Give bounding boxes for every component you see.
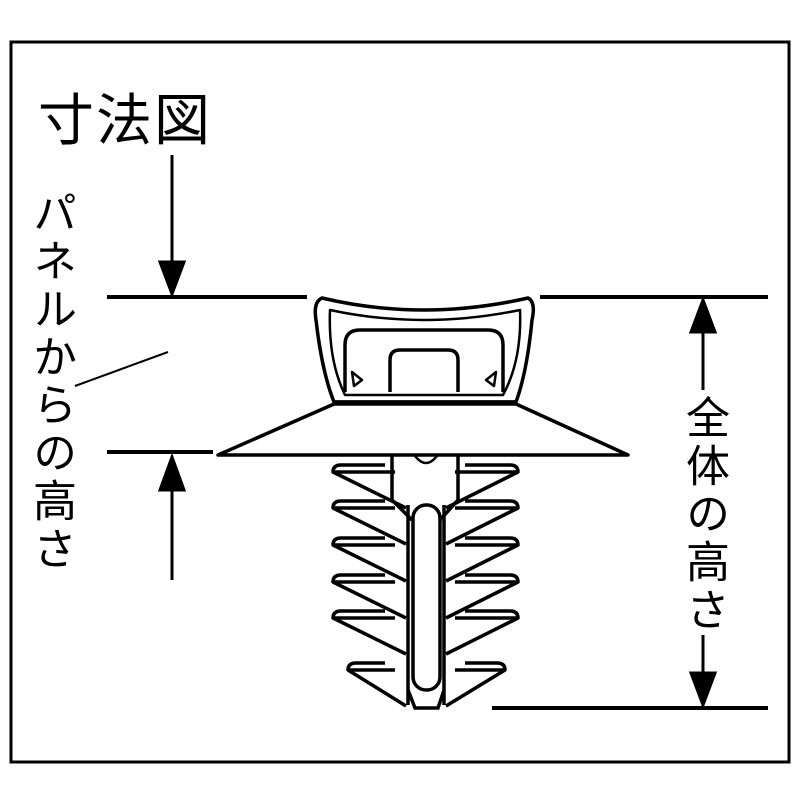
reference-lines [107,295,768,710]
fins [331,463,520,708]
flange [216,402,630,457]
arrow-down-icon [157,260,187,299]
frame-border [9,40,791,764]
total-height-label: 全体の高さ [678,395,729,635]
arrow-up-icon [688,295,718,334]
panel-height-label: パネルからの高さ [25,190,76,574]
arrow-down-icon [688,671,718,710]
stem [406,503,446,710]
leader-line [74,351,169,387]
fastener-clip [216,296,630,522]
page-title: 寸法図 [38,89,212,154]
stem-slot [411,503,442,692]
dimension-arrows [74,155,718,710]
arrow-up-icon [157,452,187,492]
